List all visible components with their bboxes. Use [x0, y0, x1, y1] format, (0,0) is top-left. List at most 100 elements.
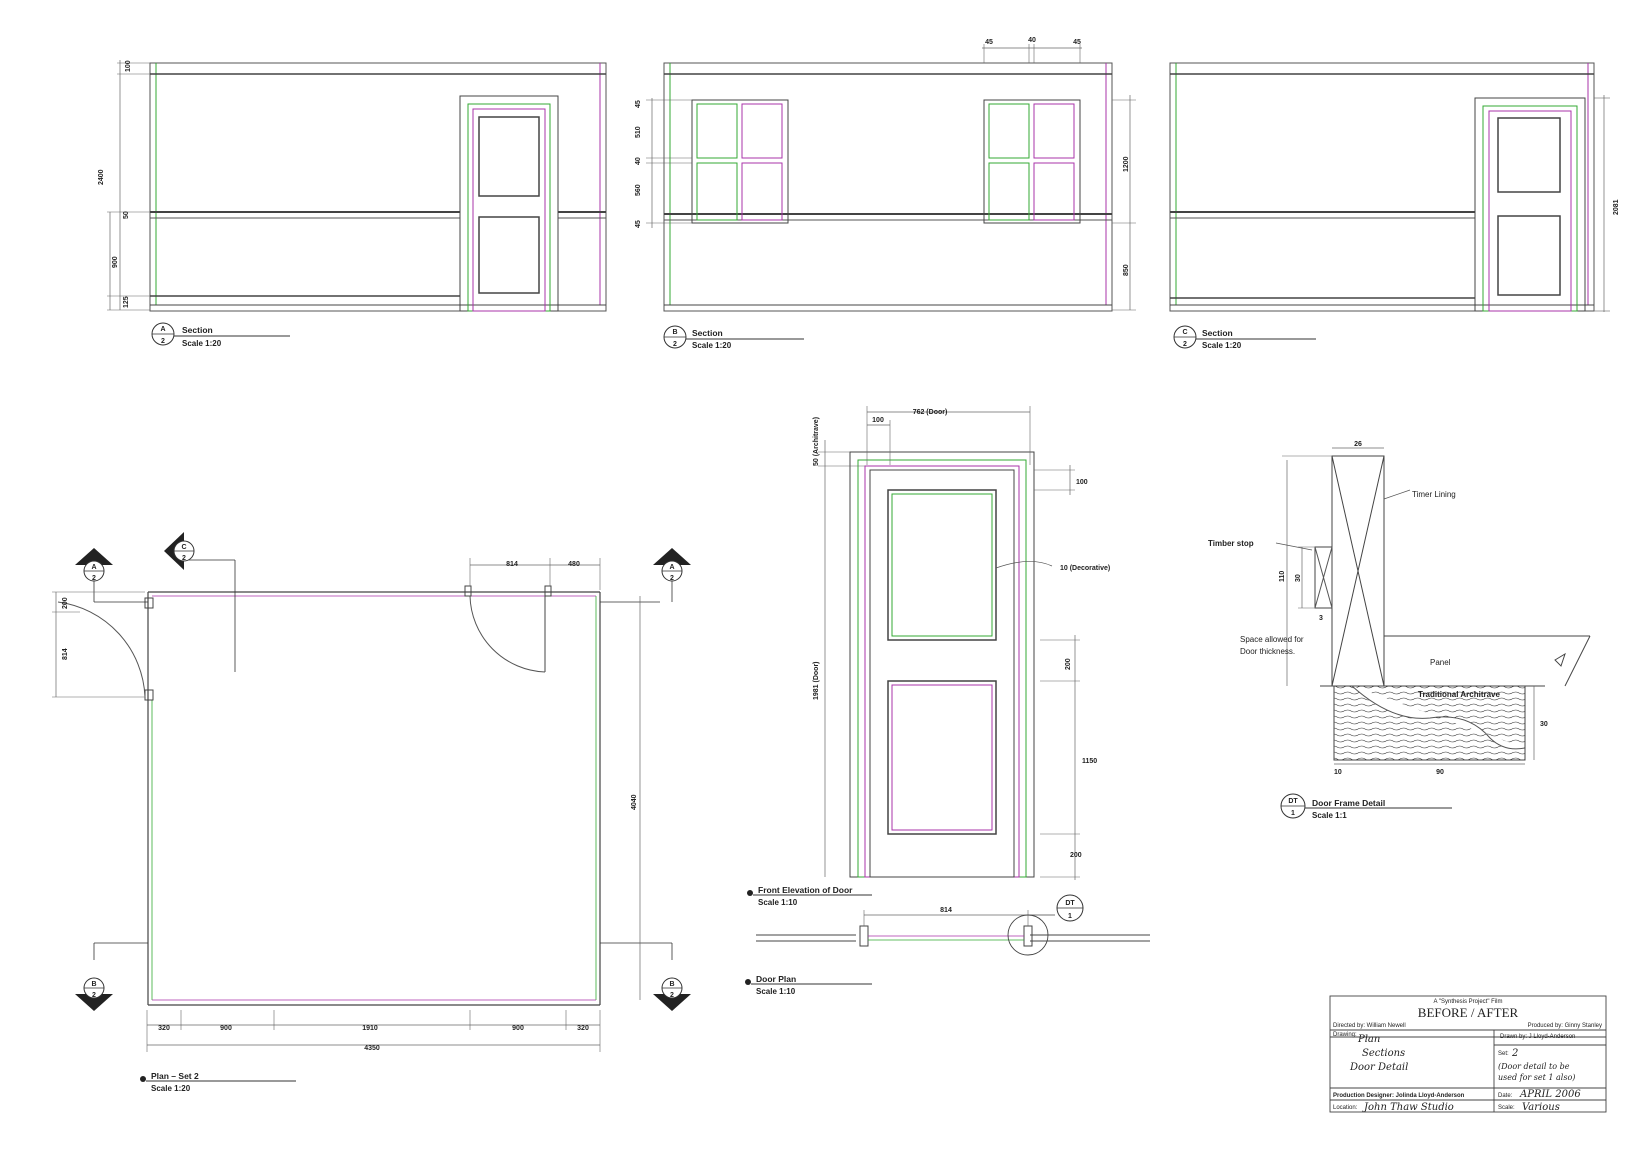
- section-b-dim-r1: 1200: [1123, 156, 1130, 172]
- plan-dim-200: 200: [62, 597, 69, 609]
- plan-tag-c-sheet: 2: [182, 555, 186, 562]
- section-b-tag-sheet: 2: [673, 341, 677, 348]
- plan-tag-a-left-sheet: 2: [92, 575, 96, 582]
- frame-dim-3: 3: [1319, 615, 1323, 622]
- plan: [52, 558, 673, 1052]
- door-dim-architrave: 50 (Architrave): [813, 417, 820, 466]
- plan-dim-900-1: 900: [220, 1025, 232, 1032]
- tb-directed: Directed by: William Newell: [1333, 1023, 1406, 1029]
- section-b-dim-v3: 40: [635, 157, 642, 165]
- section-a-dim-height: 2400: [98, 169, 105, 185]
- plan-tag-b-right[interactable]: B 2: [653, 977, 691, 1011]
- tb-drawing-label: Drawing:: [1333, 1032, 1357, 1038]
- door-plan: [756, 910, 1150, 956]
- door-elevation-lower-panel: [887, 680, 997, 835]
- plan-dim-480: 480: [568, 561, 580, 568]
- section-b-tag[interactable]: B 2: [663, 325, 687, 349]
- plan-title: Plan – Set 2: [151, 1071, 199, 1081]
- section-a-title: Section: [182, 325, 213, 335]
- frame-label-panel: Panel: [1430, 658, 1451, 667]
- section-a-scale: Scale 1:20: [182, 339, 222, 348]
- section-a-dim-rail: 50: [123, 211, 130, 219]
- door-elevation-architrave: [849, 451, 1035, 878]
- section-a-outline: [149, 62, 607, 312]
- section-b-dim-v2: 510: [635, 126, 642, 138]
- section-b-dim-top3: 45: [1073, 39, 1081, 46]
- tb-note-1: (Door detail to be: [1498, 1062, 1570, 1071]
- tb-set-value: 2: [1511, 1048, 1518, 1059]
- door-dim-lower: 1150: [1082, 758, 1097, 765]
- frame-dim-110: 110: [1279, 571, 1286, 582]
- plan-scale: Scale 1:20: [151, 1084, 191, 1093]
- section-c-dim-height: 2081: [1613, 199, 1620, 215]
- door-plan-title: Door Plan: [756, 974, 796, 984]
- door-plan-dim-width: 814: [940, 907, 952, 914]
- section-a-tag-letter: A: [160, 326, 165, 333]
- section-a-dim-dado: 900: [112, 256, 119, 268]
- door-elevation-scale: Scale 1:10: [758, 898, 798, 907]
- plan-tag-b-left[interactable]: B 2: [75, 977, 113, 1011]
- door-dim-mid-rail: 200: [1065, 658, 1072, 670]
- door-elevation: [818, 406, 1080, 880]
- frame-detail-title: Door Frame Detail: [1312, 798, 1385, 808]
- section-b-dim-v1: 45: [635, 100, 642, 108]
- tb-date-label: Date:: [1498, 1093, 1513, 1099]
- tb-set-label: Set:: [1498, 1051, 1509, 1057]
- plan-dim-total: 4350: [364, 1045, 380, 1052]
- plan-tag-b-left-sheet: 2: [92, 992, 96, 999]
- plan-dim-814-left: 814: [62, 648, 69, 660]
- frame-label-space-2: Door thickness.: [1240, 647, 1295, 656]
- section-c: [1169, 62, 1610, 312]
- plan-tag-a-right[interactable]: A 2: [653, 548, 691, 582]
- frame-detail-tag-letter: DT: [1288, 798, 1298, 805]
- tb-drawn: Drawn by: J Lloyd-Anderson: [1500, 1034, 1575, 1040]
- section-b-dim-r2: 850: [1123, 264, 1130, 276]
- frame-detail-tag[interactable]: DT 1: [1280, 793, 1306, 819]
- section-b: [646, 44, 1136, 312]
- tb-drawing-2: Sections: [1362, 1048, 1405, 1059]
- frame-detail: [1275, 447, 1591, 765]
- section-b-tag-letter: B: [672, 329, 677, 336]
- tb-project: A "Synthesis Project" Film: [1434, 999, 1503, 1005]
- door-elevation-title: Front Elevation of Door: [758, 885, 853, 895]
- frame-detail-scale: Scale 1:1: [1312, 811, 1347, 820]
- frame-label-architrave: Traditional Architrave: [1418, 690, 1501, 699]
- plan-dim-4040: 4040: [631, 794, 638, 810]
- frame-label-timber-stop: Timber stop: [1208, 539, 1254, 548]
- section-c-tag[interactable]: C 2: [1173, 325, 1197, 349]
- section-c-tag-sheet: 2: [1183, 341, 1187, 348]
- section-c-door-frame: [1474, 97, 1586, 312]
- plan-tag-a-left-letter: A: [91, 564, 96, 571]
- door-elevation-upper-panel: [887, 489, 997, 641]
- frame-dim-30-right: 30: [1540, 721, 1548, 728]
- plan-dim-1910: 1910: [362, 1025, 378, 1032]
- door-dim-stile: 100: [872, 417, 884, 424]
- section-c-tag-letter: C: [1182, 329, 1187, 336]
- plan-tag-c[interactable]: C 2: [164, 532, 195, 570]
- tb-designer: Production Designer: Jolinda Lloyd-Ander…: [1333, 1093, 1465, 1099]
- tb-location-label: Location:: [1333, 1105, 1358, 1111]
- tb-location-value: John Thaw Studio: [1362, 1102, 1454, 1113]
- tb-scale-label: Scale:: [1498, 1105, 1515, 1111]
- plan-tag-b-right-sheet: 2: [670, 992, 674, 999]
- section-a-tag[interactable]: A 2: [151, 322, 175, 346]
- door-plan-detail-tag[interactable]: DT 1: [1056, 894, 1084, 922]
- section-c-title: Section: [1202, 328, 1233, 338]
- door-dim-decorative: 10 (Decorative): [1060, 565, 1110, 572]
- plan-tag-a-left[interactable]: A 2: [75, 548, 113, 582]
- plan-dim-814-top: 814: [506, 561, 518, 568]
- plan-tag-b-left-letter: B: [91, 981, 96, 988]
- section-c-scale: Scale 1:20: [1202, 341, 1242, 350]
- plan-tag-a-right-letter: A: [669, 564, 674, 571]
- frame-label-space: Space allowed for: [1240, 635, 1304, 644]
- plan-title-bullet: [140, 1076, 146, 1082]
- plan-tag-c-letter: C: [181, 544, 186, 551]
- tb-drawing-1: Plan: [1357, 1034, 1380, 1045]
- plan-tag-a-right-sheet: 2: [670, 575, 674, 582]
- frame-dim-26: 26: [1354, 441, 1362, 448]
- section-a: [107, 60, 607, 312]
- frame-label-timer-lining: Timer Lining: [1412, 490, 1456, 499]
- tb-drawing-3: Door Detail: [1349, 1062, 1408, 1073]
- section-a-dim-base: 125: [123, 296, 130, 308]
- tb-title: BEFORE / AFTER: [1418, 1005, 1519, 1020]
